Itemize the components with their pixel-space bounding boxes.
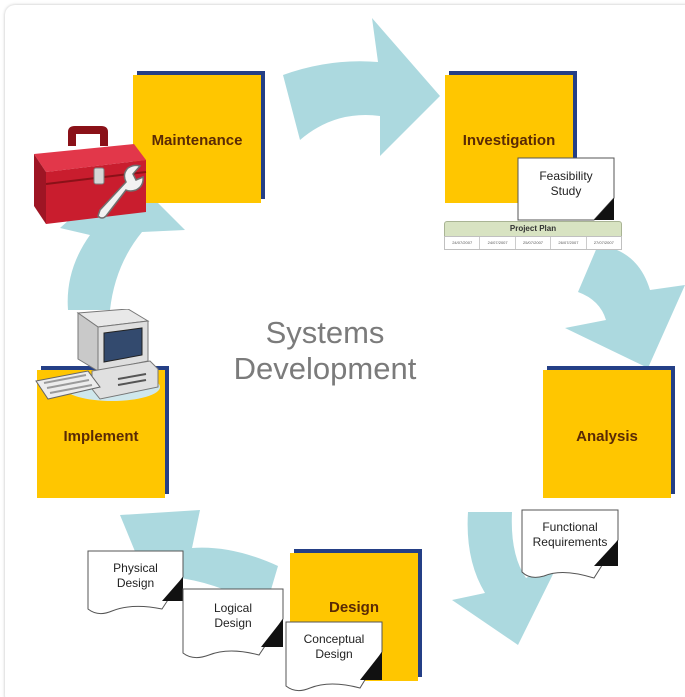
doc-functional-shape (521, 509, 619, 579)
project-plan-date: 24/07/2007 (480, 237, 516, 249)
phase-analysis-label: Analysis (576, 428, 638, 445)
project-plan-date: 26/07/2007 (551, 237, 587, 249)
project-plan: Project Plan 24/07/2007 24/07/2007 25/07… (444, 221, 622, 250)
title-line-2: Development (233, 351, 417, 386)
doc-physical-design: Physical Design (87, 550, 184, 617)
phase-analysis: Analysis (543, 370, 671, 498)
project-plan-date: 27/07/2007 (593, 240, 614, 245)
project-plan-date: 25/07/2007 (516, 237, 552, 249)
doc-physical-shape (87, 550, 184, 615)
arrow-investigation-to-analysis (565, 245, 685, 368)
doc-functional-requirements: Functional Requirements (521, 509, 619, 579)
doc-physical-line-2: Design (116, 576, 155, 590)
doc-logical-shape (182, 588, 284, 659)
doc-functional-line-2: Requirements (532, 535, 608, 549)
doc-logical-design: Logical Design (182, 588, 284, 661)
diagram-title: Systems Development (180, 315, 470, 387)
arrow-analysis-to-design (452, 512, 560, 645)
project-plan-date: 24/07/2007 (445, 237, 481, 249)
computer-icon (35, 309, 160, 401)
project-plan-title: Project Plan (444, 221, 622, 237)
phase-maintenance-label: Maintenance (151, 132, 243, 149)
title-line-1: Systems (265, 315, 385, 350)
doc-conceptual-text: Conceptual Design (286, 632, 382, 662)
doc-conceptual-shape (285, 621, 383, 692)
doc-functional-text: Functional Requirements (522, 520, 618, 550)
doc-feasibility-line-2: Study (550, 184, 582, 198)
phase-investigation-label: Investigation (462, 132, 556, 149)
doc-physical-text: Physical Design (88, 561, 183, 591)
doc-logical-text: Logical Design (183, 601, 283, 631)
doc-feasibility-text: Feasibility Study (518, 169, 614, 199)
doc-feasibility-shape (517, 157, 615, 221)
phase-implement-label: Implement (63, 428, 139, 445)
doc-feasibility-line-1: Feasibility (539, 169, 593, 183)
phase-maintenance: Maintenance (133, 75, 261, 203)
project-plan-dates: 24/07/2007 24/07/2007 25/07/2007 26/07/2… (444, 236, 622, 250)
doc-functional-line-1: Functional (542, 520, 598, 534)
doc-conceptual-line-2: Design (315, 647, 353, 661)
doc-logical-line-1: Logical (213, 601, 253, 615)
toolbox-icon (34, 126, 147, 224)
doc-conceptual-line-1: Conceptual (303, 632, 365, 646)
doc-physical-line-1: Physical (113, 561, 158, 575)
doc-logical-line-2: Design (214, 616, 252, 630)
doc-feasibility-study: Feasibility Study (517, 157, 615, 222)
doc-conceptual-design: Conceptual Design (285, 621, 383, 694)
arrow-maintenance-to-investigation (283, 18, 440, 156)
phase-design-label: Design (328, 599, 379, 616)
